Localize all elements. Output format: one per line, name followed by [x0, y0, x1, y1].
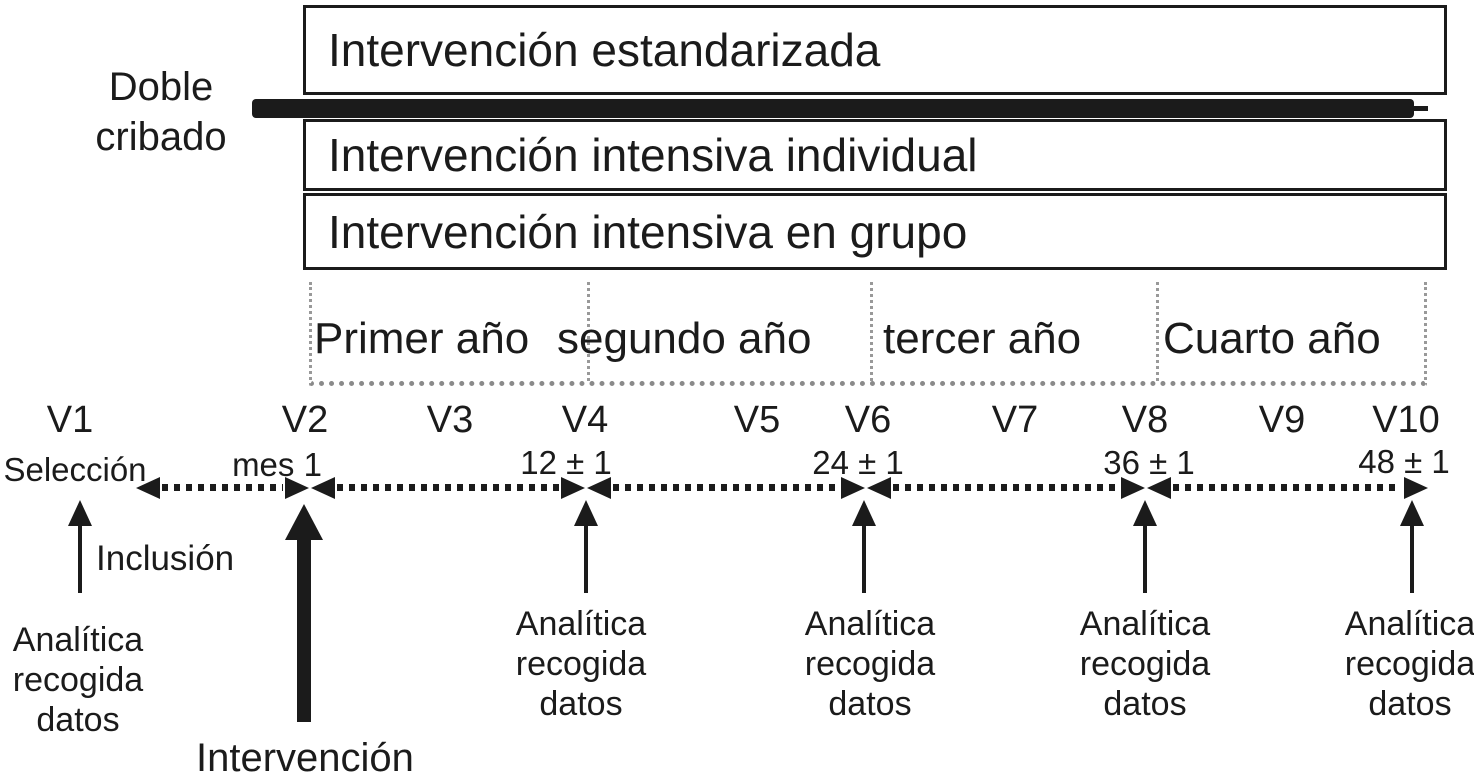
double-screening-label-line1: Doble — [108, 65, 214, 109]
analitica-block-v1: Analítica recogida datos — [13, 620, 143, 740]
visit-sublabel-v8: 36 ± 1 — [1103, 444, 1195, 481]
timeline-arrowhead-left-v4-icon — [587, 477, 611, 499]
timeline-arrowhead-left-v2-icon — [311, 477, 335, 499]
timeline-dotted-segment-5 — [1173, 484, 1397, 491]
year-label-primer: Primer año — [314, 314, 530, 363]
analitica-v8-line2: recogida — [1079, 645, 1211, 683]
timeline-arrowhead-right-v8-icon — [1121, 477, 1145, 499]
visit-sublabel-v10: 48 ± 1 — [1358, 443, 1450, 480]
year-label-cuarto: Cuarto año — [1163, 314, 1381, 363]
timeline-arrowhead-left-v8-icon — [1147, 477, 1171, 499]
analitica-v1-line3: datos — [36, 701, 120, 739]
intervention-arrow-icon — [285, 504, 323, 540]
analitica-block-v4: Analítica recogida datos — [516, 604, 646, 724]
timeline-dotted-segment-3 — [613, 484, 839, 491]
analitica-v6-line3: datos — [828, 685, 912, 723]
timeline-arrowhead-left-end-icon — [136, 477, 160, 499]
visit-label-v10: V10 — [1372, 399, 1440, 441]
analitica-v4-line3: datos — [539, 685, 623, 723]
analitica-v1-line1: Analítica — [12, 621, 144, 659]
visit-label-v2: V2 — [281, 399, 329, 441]
up-arrow-v8-icon — [1133, 500, 1157, 526]
visit-sublabel-v4: 12 ± 1 — [520, 444, 612, 481]
timeline-arrowhead-right-end-icon — [1404, 477, 1428, 499]
visit-label-v1: V1 — [46, 399, 94, 441]
year-band-divider-2 — [870, 282, 873, 381]
double-screening-label-line2: cribado — [95, 115, 227, 159]
year-label-tercer: tercer año — [883, 314, 1082, 363]
box-intervencion-intensiva-individual: Intervención intensiva individual — [303, 119, 1447, 191]
visit-label-v8: V8 — [1121, 399, 1169, 441]
timeline-arrowhead-right-v2-icon — [285, 477, 309, 499]
analitica-block-v6: Analítica recogida datos — [805, 604, 935, 724]
visit-sublabel-v1: Selección — [3, 451, 147, 488]
analitica-v4-line1: Analítica — [515, 605, 647, 643]
box-intervencion-estandarizada-label: Intervención estandarizada — [328, 24, 881, 76]
timeline-dotted-segment-1 — [162, 484, 283, 491]
analitica-v8-line3: datos — [1103, 685, 1187, 723]
timeline-dotted-segment-4 — [893, 484, 1119, 491]
analitica-v10-line2: recogida — [1344, 645, 1474, 683]
up-arrow-v6-icon — [852, 500, 876, 526]
timeline-dotted-segment-2 — [337, 484, 559, 491]
box-intervencion-estandarizada: Intervención estandarizada — [303, 5, 1447, 95]
analitica-block-v8: Analítica recogida datos — [1080, 604, 1210, 724]
analitica-v6-line2: recogida — [804, 645, 936, 683]
visit-label-v7: V7 — [991, 399, 1039, 441]
visit-sublabel-v2: mes 1 — [232, 446, 322, 483]
analitica-v10-line3: datos — [1368, 685, 1452, 723]
analitica-v8-line1: Analítica — [1079, 605, 1211, 643]
visit-label-v3: V3 — [426, 399, 474, 441]
timeline-arrowhead-right-v6-icon — [841, 477, 865, 499]
box-intervencion-intensiva-grupo: Intervención intensiva en grupo — [303, 193, 1447, 270]
visit-label-v9: V9 — [1258, 399, 1306, 441]
analitica-v1-line2: recogida — [12, 661, 144, 699]
analitica-block-v10: Analítica recogida datos — [1345, 604, 1474, 724]
double-screening-bar-tail — [1412, 106, 1428, 111]
analitica-v6-line1: Analítica — [804, 605, 936, 643]
up-arrow-v8-shaft — [1143, 524, 1147, 593]
intervention-arrow-shaft — [297, 538, 311, 722]
double-screening-label: Doble cribado — [56, 62, 266, 162]
up-arrow-v10-icon — [1400, 500, 1424, 526]
up-arrow-v1-shaft — [78, 524, 82, 593]
year-band-divider-3 — [1156, 282, 1159, 381]
visit-label-v4: V4 — [561, 399, 609, 441]
visit-label-v5: V5 — [733, 399, 781, 441]
timeline-arrowhead-right-v4-icon — [561, 477, 585, 499]
up-arrow-v6-shaft — [862, 524, 866, 593]
year-band-divider-1 — [587, 282, 590, 381]
timeline-arrowhead-left-v6-icon — [867, 477, 891, 499]
box-intervencion-intensiva-individual-label: Intervención intensiva individual — [328, 129, 978, 181]
up-arrow-v4-icon — [574, 500, 598, 526]
analitica-v10-line1: Analítica — [1344, 605, 1474, 643]
intervention-bottom-label: Intervención — [196, 736, 414, 775]
box-intervencion-intensiva-grupo-label: Intervención intensiva en grupo — [328, 205, 968, 258]
double-screening-bar — [252, 99, 1414, 118]
inclusion-label: Inclusión — [96, 539, 235, 578]
year-label-segundo: segundo año — [557, 314, 812, 363]
year-band-box — [309, 282, 1427, 386]
up-arrow-v10-shaft — [1410, 524, 1414, 593]
up-arrow-v4-shaft — [584, 524, 588, 593]
up-arrow-v1-icon — [68, 500, 92, 526]
visit-label-v6: V6 — [844, 399, 892, 441]
visit-sublabel-v6: 24 ± 1 — [812, 444, 904, 481]
analitica-v4-line2: recogida — [515, 645, 647, 683]
